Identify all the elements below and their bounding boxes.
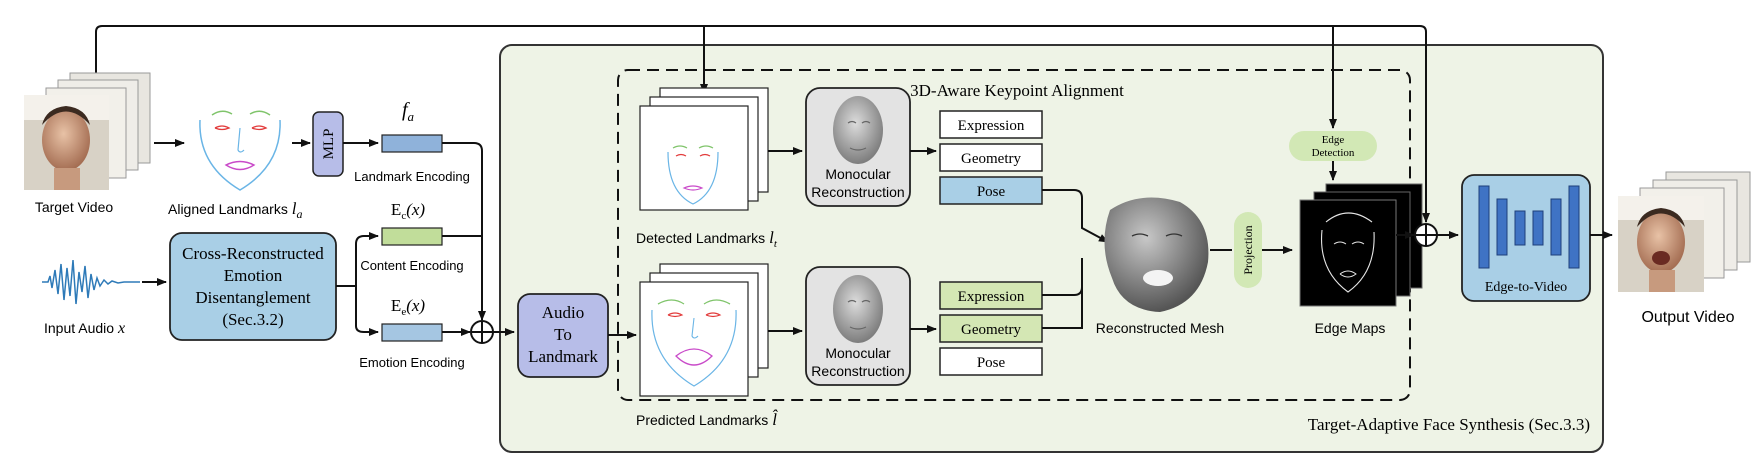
cred-line4: (Sec.3.2)	[222, 310, 283, 329]
a2l-line3: Landmark	[528, 347, 598, 366]
emotion-encoding-bar	[381, 323, 443, 342]
line-pose-to-mesh	[1042, 189, 1109, 243]
expression-top-label: Expression	[958, 118, 1025, 134]
mono-face-bottom	[833, 275, 883, 343]
projection-label: Projection	[1241, 225, 1255, 274]
line-expr-geo-to-mesh	[1042, 258, 1083, 329]
reconstructed-mesh-image	[1104, 197, 1209, 312]
predicted-landmarks-label: Predicted Landmarks l̂	[636, 410, 778, 429]
edge-to-video-label: Edge-to-Video	[1485, 280, 1567, 295]
expression-top-box	[939, 110, 1043, 139]
emotion-encoding-label: Emotion Encoding	[359, 355, 465, 370]
edge-detection-box	[1289, 131, 1377, 161]
edge-detection-line2: Detection	[1312, 147, 1355, 159]
geometry-top-label: Geometry	[961, 151, 1021, 167]
arrow-cred-to-content	[336, 232, 379, 287]
edge-detection-line1: Edge	[1322, 134, 1345, 146]
cred-line2: Emotion	[224, 266, 283, 285]
cred-line1: Cross-Reconstructed	[182, 244, 324, 263]
mono-bottom-line1: Monocular	[825, 345, 891, 361]
expression-bottom-box	[939, 281, 1043, 310]
pose-bottom-box	[939, 347, 1043, 376]
expression-bottom-label: Expression	[958, 289, 1025, 305]
edge-to-video-network	[1478, 185, 1580, 269]
mono-bottom-line2: Reconstruction	[811, 363, 904, 379]
cred-line3: Disentanglement	[195, 288, 310, 307]
concat-symbol-2	[1414, 223, 1438, 247]
edge-maps-stack	[1299, 183, 1423, 307]
projection-box	[1234, 212, 1262, 288]
line-fa-to-concat	[442, 142, 486, 321]
predicted-landmarks-stack	[639, 263, 769, 397]
edge-maps-label: Edge Maps	[1315, 320, 1386, 336]
a2l-line1: Audio	[542, 303, 585, 322]
pose-bottom-label: Pose	[977, 355, 1006, 371]
a2l-line2: To	[554, 325, 572, 344]
landmark-encoding-bar	[381, 134, 443, 153]
geometry-top-box	[939, 143, 1043, 172]
concat-symbol	[470, 320, 494, 344]
detected-landmarks-stack	[639, 87, 769, 211]
target-video-frames	[24, 72, 151, 190]
input-audio-label: Input Audio x	[44, 320, 125, 337]
geometry-bottom-label: Geometry	[961, 322, 1021, 338]
output-video-frames	[1618, 171, 1751, 292]
audio-waveform	[42, 259, 140, 305]
reconstructed-mesh-label: Reconstructed Mesh	[1096, 320, 1224, 336]
top-connector	[95, 25, 1430, 223]
geometry-bottom-box	[939, 314, 1043, 343]
mono-top-line1: Monocular	[825, 166, 891, 182]
content-encoding-label: Content Encoding	[360, 258, 463, 273]
output-video-label: Output Video	[1641, 309, 1734, 326]
aligned-landmarks-sketch	[199, 110, 281, 191]
synthesis-title: Target-Adaptive Face Synthesis (Sec.3.3)	[1308, 415, 1590, 434]
detected-landmarks-label: Detected Landmarks lt	[636, 228, 778, 250]
aligned-landmarks-label: Aligned Landmarks la	[168, 199, 302, 221]
pose-top-label: Pose	[977, 184, 1006, 200]
content-encoding-bar	[381, 227, 443, 246]
ee-label: Ee(x)	[391, 296, 425, 318]
mono-face-top	[833, 96, 883, 164]
fa-label: fa	[402, 99, 415, 124]
mono-top-line2: Reconstruction	[811, 184, 904, 200]
ec-label: Ec(x)	[391, 200, 425, 222]
arrow-cred-to-emotion	[355, 286, 379, 336]
keypoint-alignment-title: 3D-Aware Keypoint Alignment	[910, 81, 1124, 100]
target-video-label: Target Video	[35, 199, 114, 215]
mlp-label: MLP	[321, 129, 337, 160]
landmark-encoding-label: Landmark Encoding	[354, 169, 470, 184]
